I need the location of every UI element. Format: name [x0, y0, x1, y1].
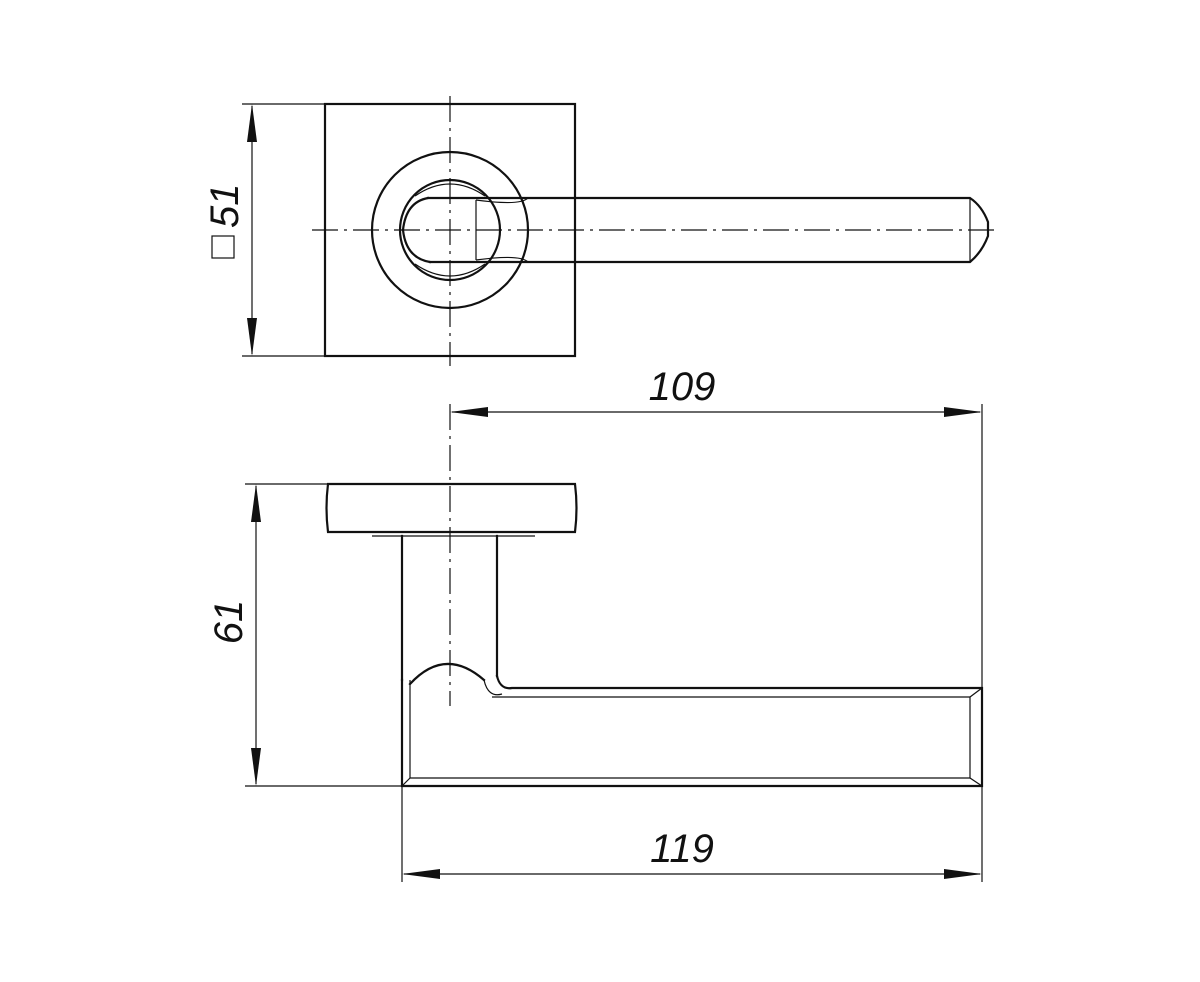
lever-chamfer-corner: [969, 777, 983, 787]
dimension-61-label: 61: [207, 600, 251, 645]
spindle-dome: [408, 662, 486, 686]
lever-edge-curve: [475, 256, 529, 263]
dimension-109-label: 109: [649, 365, 716, 409]
arrowhead: [247, 104, 257, 142]
square-symbol-icon: [211, 235, 235, 259]
arrowhead: [944, 869, 982, 879]
top-view: 51: [203, 96, 998, 366]
rose-disk-outline: [325, 482, 578, 534]
lever-edge-curve: [475, 197, 529, 204]
lever-root-curve-top: [401, 196, 430, 232]
spindle-notch: [483, 679, 503, 696]
arrowhead: [450, 407, 488, 417]
arrowhead: [402, 869, 440, 879]
lever-chamfer-corner: [401, 777, 411, 787]
arrowhead: [251, 748, 261, 786]
arrowhead: [944, 407, 982, 417]
lever-top-outline: [426, 196, 990, 264]
arrowhead: [247, 318, 257, 356]
lever-chamfer-corner: [969, 687, 983, 698]
dimension-119-label: 119: [650, 827, 714, 871]
arrowhead: [251, 484, 261, 522]
lever-root-curve-bottom: [401, 228, 432, 264]
dimension-51-label: 51: [203, 184, 247, 229]
lever-side-outline: [400, 674, 984, 788]
side-view: 109 61 119: [207, 365, 984, 882]
